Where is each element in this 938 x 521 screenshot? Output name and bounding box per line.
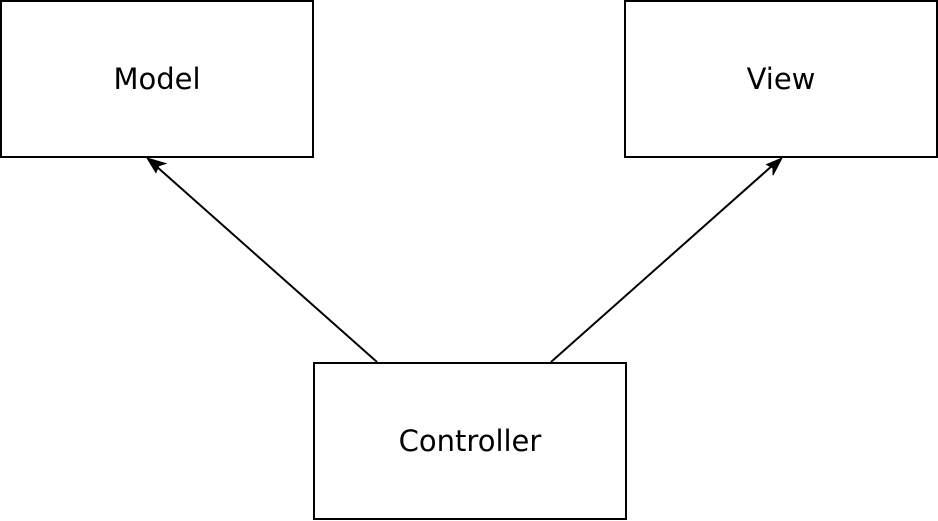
node-controller-box bbox=[313, 362, 627, 520]
node-model-box bbox=[0, 0, 314, 158]
edge-controller-to-model bbox=[145, 157, 378, 363]
node-controller-label: Controller bbox=[399, 424, 542, 458]
edge-controller-view-line bbox=[550, 164, 774, 363]
arrowhead-view-icon bbox=[765, 156, 784, 176]
edge-controller-to-view bbox=[550, 156, 784, 363]
node-view-label: View bbox=[747, 62, 816, 96]
node-view-box bbox=[624, 0, 938, 158]
node-model-label: Model bbox=[113, 62, 200, 96]
node-view: View bbox=[624, 0, 938, 158]
node-model: Model bbox=[0, 0, 314, 158]
node-controller: Controller bbox=[313, 362, 627, 520]
edge-controller-model-line bbox=[155, 165, 378, 363]
arrowhead-model-icon bbox=[145, 157, 168, 174]
